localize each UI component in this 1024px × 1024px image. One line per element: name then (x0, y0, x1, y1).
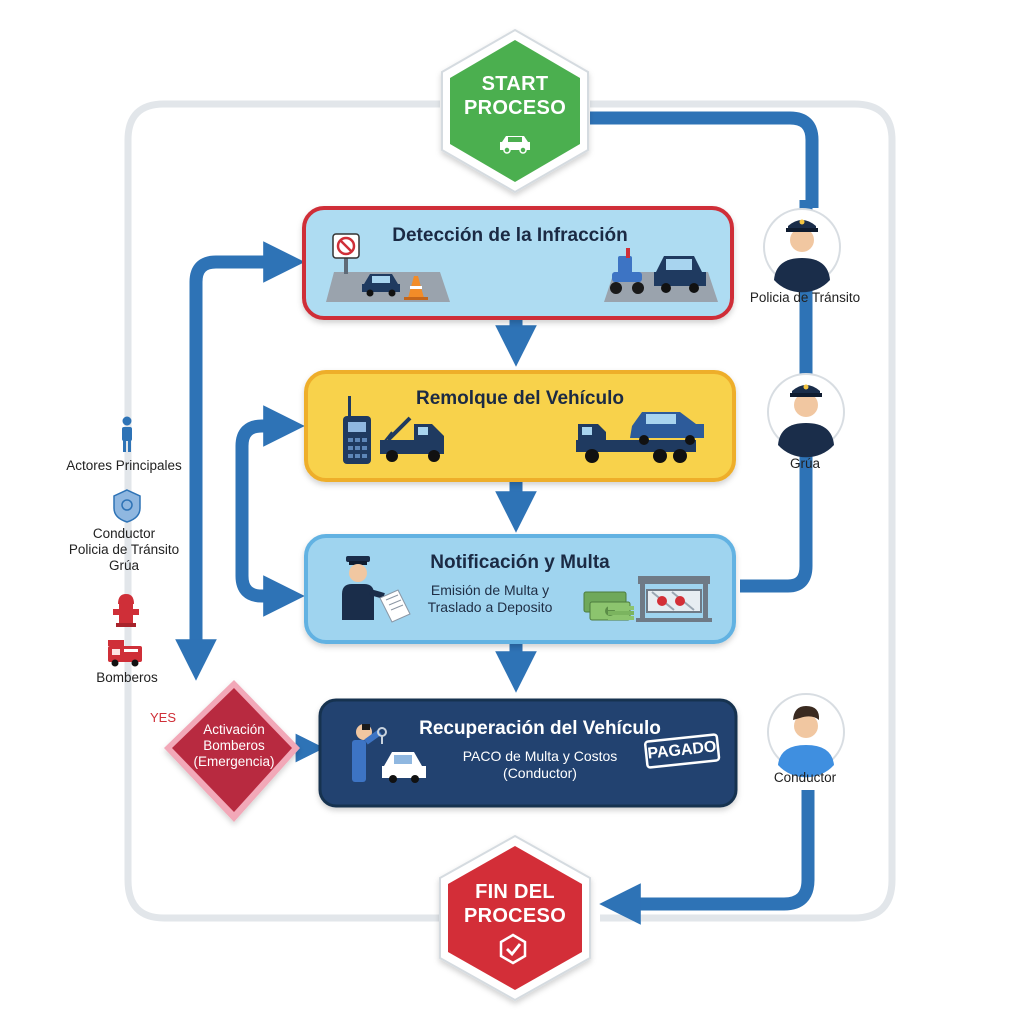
step-notice-title: Notificación y Multa (430, 552, 610, 573)
step-tow-title: Remolque del Vehículo (416, 388, 624, 409)
no-parking-sign-icon (332, 233, 360, 274)
end-label: FIN DEL PROCESO (463, 881, 567, 927)
end-node (439, 834, 591, 1002)
fire-hydrant-icon (113, 594, 139, 627)
police-officer-icon (342, 556, 385, 620)
actor-driver-label: Conductor (773, 770, 837, 785)
connector-left-loop-detection (175, 241, 305, 681)
person-icon (122, 416, 132, 452)
start-node (441, 28, 589, 194)
impound-gate-icon (636, 576, 712, 622)
tow-operator-avatar (767, 373, 845, 458)
car-icon (654, 256, 706, 293)
fire-truck-icon (108, 640, 142, 667)
start-label: START PROCESO (463, 73, 567, 119)
connector-start-to-police (590, 111, 819, 208)
money-stack-icon (583, 591, 634, 621)
step-recovery-subtitle: PACO de Multa y Costos (Conductor) (462, 748, 618, 781)
car-icon (500, 136, 530, 154)
decision-label: Activación Bomberos (Emergencia) (193, 722, 275, 770)
car-icon (382, 752, 426, 783)
car-icon (362, 274, 400, 297)
step-notice-subtitle: Emisión de Multa y Traslado a Deposito (427, 582, 553, 615)
tow-truck-with-car-icon (576, 412, 704, 463)
connector-notice-to-actors (740, 200, 813, 593)
document-icon (379, 589, 411, 623)
actor-police-label: Policia de Tránsito (749, 290, 861, 305)
decision-node (164, 680, 300, 822)
paid-stamp (643, 733, 721, 769)
step-recovery-box (318, 698, 738, 808)
police-avatar (763, 208, 841, 293)
driver-avatar (767, 693, 845, 778)
decision-yes-label: YES (150, 710, 177, 725)
step-detection-title: Detección de la Infracción (392, 225, 628, 246)
legend-roles: Conductor Policia de Tránsito Grúa (68, 526, 180, 574)
tow-scooter-icon (610, 248, 644, 294)
connector-driver-to-end (599, 790, 815, 925)
check-icon (499, 933, 527, 965)
legend-title: Actores Principales (66, 458, 182, 473)
step-recovery-title: Recuperación del Vehículo (419, 718, 661, 739)
connector-left-loop-tow (235, 405, 305, 617)
person-with-keys-icon (352, 724, 387, 782)
tow-truck-icon (380, 416, 444, 462)
legend-fire: Bomberos (96, 670, 158, 685)
traffic-cone-icon (404, 276, 428, 300)
walkie-talkie-icon (343, 396, 371, 464)
police-badge-icon (113, 489, 141, 523)
actor-tow-label: Grúa (789, 456, 820, 471)
